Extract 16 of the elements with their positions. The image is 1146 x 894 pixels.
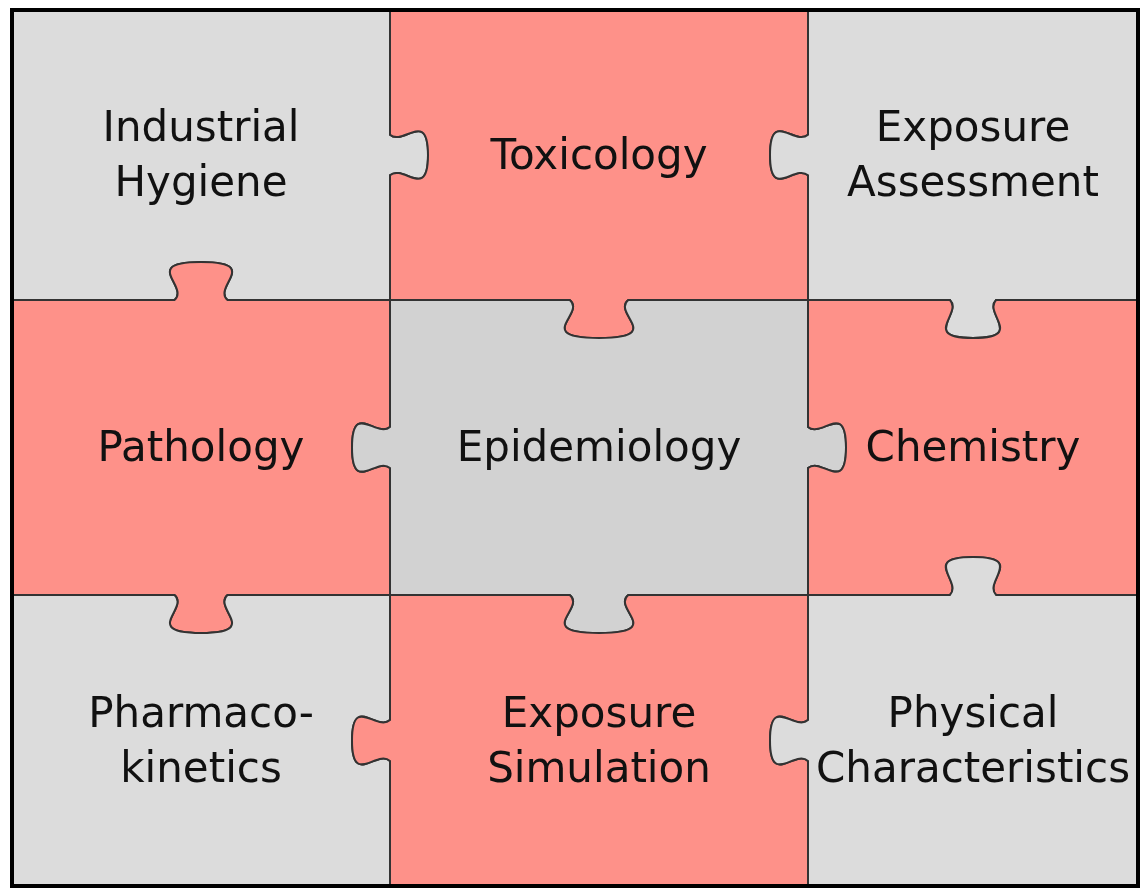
piece-label: Epidemiology [456, 421, 742, 474]
piece-label: Chemistry [865, 421, 1081, 474]
piece-label: Pathology [97, 421, 305, 474]
puzzle-piece [12, 262, 390, 633]
piece-label: Industrial Hygiene [101, 101, 301, 208]
piece-label: Pharmaco- kinetics [87, 686, 315, 794]
piece-label: Exposure Assessment [846, 101, 1100, 208]
puzzle-piece [770, 557, 1138, 886]
puzzle-piece [770, 10, 1138, 338]
piece-label: Exposure Simulation [486, 686, 712, 794]
puzzle-piece [352, 300, 846, 633]
puzzle-piece [808, 300, 1138, 595]
puzzle-piece [390, 10, 808, 338]
piece-label: Toxicology [490, 128, 708, 181]
puzzle-piece [12, 595, 390, 886]
piece-label: Physical Characteristics [816, 686, 1130, 794]
